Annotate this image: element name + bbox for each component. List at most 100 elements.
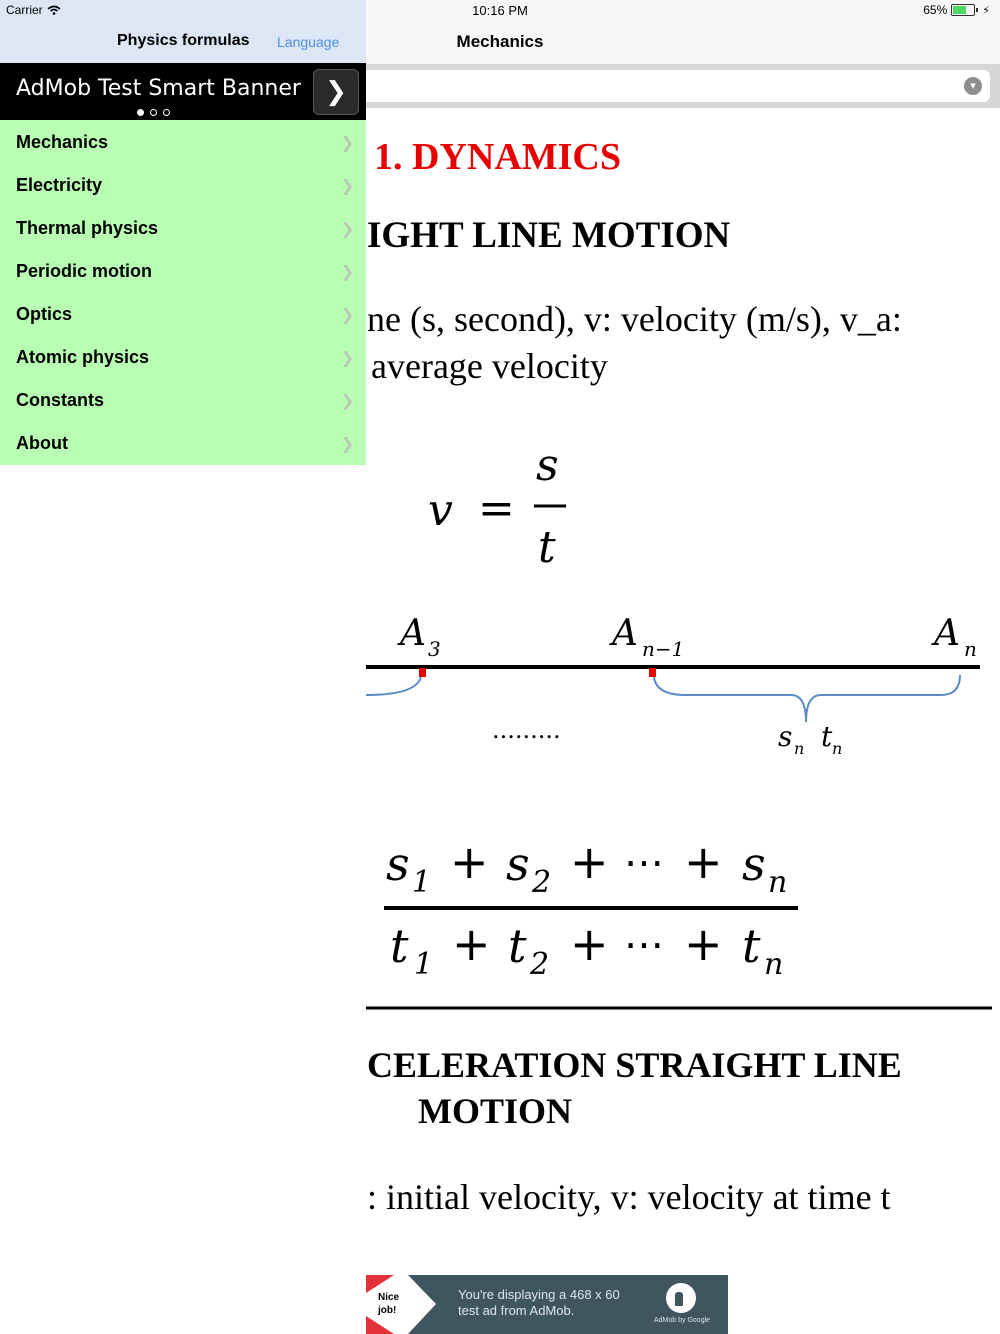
label-an1: A (609, 613, 638, 654)
chevron-down-icon[interactable]: ▾ (964, 77, 982, 95)
menu-item-label: Periodic motion (16, 261, 153, 281)
ad-badge: Nice job! (366, 1275, 436, 1334)
admob-logo-icon (666, 1283, 696, 1313)
num-s2-sub: 2 (531, 865, 551, 900)
heading-acceleration-line-1: CELERATION STRAIGHT LINE (367, 1045, 902, 1085)
side-drawer: Carrier Physics formulas Language AdMob … (0, 0, 366, 465)
ad-badge-line-1: Nice (378, 1292, 400, 1303)
menu-item-about[interactable]: About ❯ (0, 422, 366, 465)
ad-line-2: test ad from AdMob. (458, 1303, 575, 1318)
chevron-right-icon: ❯ (340, 263, 354, 281)
point-an1 (649, 668, 656, 677)
ad-message: You're displaying a 468 x 60 test ad fro… (458, 1287, 620, 1319)
section-selector[interactable]: ▾ (320, 70, 990, 102)
menu-item-label: Optics (16, 304, 73, 324)
battery-icon (951, 4, 976, 16)
average-velocity-formula: s 1 + s 2 + ⋯ + s n t 1 + t 2 + ⋯ + (366, 835, 992, 1010)
menu-item-label: Atomic physics (16, 347, 150, 367)
menu-item-optics[interactable]: Optics ❯ (0, 293, 366, 336)
ad-arrow-icon (366, 1275, 436, 1334)
avg-numerator: s 1 + s 2 + ⋯ + s n (386, 835, 787, 900)
paragraph-velocity-definitions: : initial velocity, v: velocity at time … (367, 1177, 891, 1217)
num-s2: s (506, 837, 530, 891)
den-t1-sub: 1 (414, 947, 433, 982)
den-t2-sub: 2 (529, 947, 549, 982)
heading-straight-line-motion: IGHT LINE MOTION (367, 215, 731, 256)
chevron-right-icon: ❯ (340, 134, 354, 152)
den-tn: t (742, 919, 761, 973)
ad-brand: AdMob by Google (654, 1317, 711, 1324)
label-segment-s: s (778, 720, 792, 753)
velocity-formula: v = s t (428, 440, 566, 573)
chevron-right-icon: ❯ (340, 220, 354, 238)
banner-text: AdMob Test Smart Banner (16, 76, 301, 101)
avg-denominator: t 1 + t 2 + ⋯ + t n (390, 917, 783, 982)
num-plus-3: + (684, 835, 723, 889)
formula-denominator: t (538, 522, 556, 573)
status-carrier: Carrier (6, 3, 61, 17)
menu-item-constants[interactable]: Constants ❯ (0, 379, 366, 422)
formula-numerator: s (536, 440, 559, 491)
bottom-banner-ad[interactable]: Nice job! You're displaying a 468 x 60 t… (366, 1275, 728, 1334)
heading-acceleration-line-2: MOTION (418, 1091, 573, 1131)
drawer-menu: Mechanics ❯ Electricity ❯ Thermal physic… (0, 121, 366, 465)
num-ellipsis: ⋯ (624, 840, 664, 886)
paragraph-definitions-line-2: average velocity (371, 346, 608, 386)
chevron-right-icon: ❯ (340, 392, 354, 410)
motion-diagram: A 3 A n−1 A n ......... s n t n (366, 613, 980, 758)
wifi-icon (47, 5, 61, 15)
den-ellipsis: ⋯ (624, 922, 664, 968)
paragraph-definitions-line-1: ne (s, second), v: velocity (m/s), v_a: (367, 299, 902, 339)
den-plus-1: + (452, 917, 491, 971)
point-a3 (419, 668, 426, 677)
label-segment-t-sub: n (832, 739, 842, 758)
num-s1: s (386, 837, 410, 891)
menu-item-mechanics[interactable]: Mechanics ❯ (0, 121, 366, 164)
carrier-name: Carrier (6, 3, 43, 17)
chevron-right-icon: ❯ (340, 435, 354, 453)
den-t1: t (390, 919, 409, 973)
menu-item-label: Constants (16, 390, 105, 410)
num-sn-sub: n (768, 865, 787, 900)
chevron-right-icon: ❯ (340, 349, 354, 367)
language-link[interactable]: Language (277, 34, 340, 50)
menu-item-atomic-physics[interactable]: Atomic physics ❯ (0, 336, 366, 379)
page-dot (150, 109, 157, 116)
num-plus-1: + (450, 835, 489, 889)
chevron-right-icon: ❯ (340, 306, 354, 324)
brace-left (366, 676, 422, 696)
formula-equals: = (478, 483, 515, 534)
banner-next-button[interactable]: ❯ (313, 69, 359, 115)
label-an: A (931, 613, 960, 654)
menu-item-label: Electricity (16, 175, 103, 195)
label-a3: A (397, 613, 426, 654)
den-t2: t (508, 919, 527, 973)
page-title: Mechanics (456, 32, 544, 51)
num-plus-2: + (570, 835, 609, 889)
den-tn-sub: n (764, 947, 783, 982)
formula-lhs: v (428, 485, 453, 536)
menu-item-thermal-physics[interactable]: Thermal physics ❯ (0, 207, 366, 250)
formula-area: v = s t A 3 A n−1 A n ......... s n t n (366, 440, 992, 1010)
label-dots: ......... (492, 716, 561, 744)
num-s1-sub: 1 (412, 865, 431, 900)
ad-badge-line-2: job! (378, 1305, 397, 1316)
section-title: 1. DYNAMICS (374, 136, 621, 178)
menu-item-electricity[interactable]: Electricity ❯ (0, 164, 366, 207)
den-plus-2: + (570, 917, 609, 971)
ad-line-1: You're displaying a 468 x 60 (458, 1287, 620, 1302)
label-an-sub: n (964, 637, 977, 661)
label-segment-s-sub: n (794, 739, 804, 758)
battery-percent: 65% (923, 3, 948, 17)
page-dot (163, 109, 170, 116)
battery-cap (976, 8, 979, 12)
menu-item-periodic-motion[interactable]: Periodic motion ❯ (0, 250, 366, 293)
drawer-navigation-bar: Carrier Physics formulas Language (0, 0, 366, 63)
charging-icon: ⚡ (982, 4, 990, 17)
menu-item-label: Thermal physics (16, 218, 159, 238)
brace-right (653, 674, 961, 723)
chevron-right-icon: ❯ (340, 177, 354, 195)
den-plus-3: + (684, 917, 723, 971)
status-battery: 65% ⚡ (923, 3, 990, 17)
admob-banner[interactable]: AdMob Test Smart Banner ❯ (0, 63, 366, 120)
